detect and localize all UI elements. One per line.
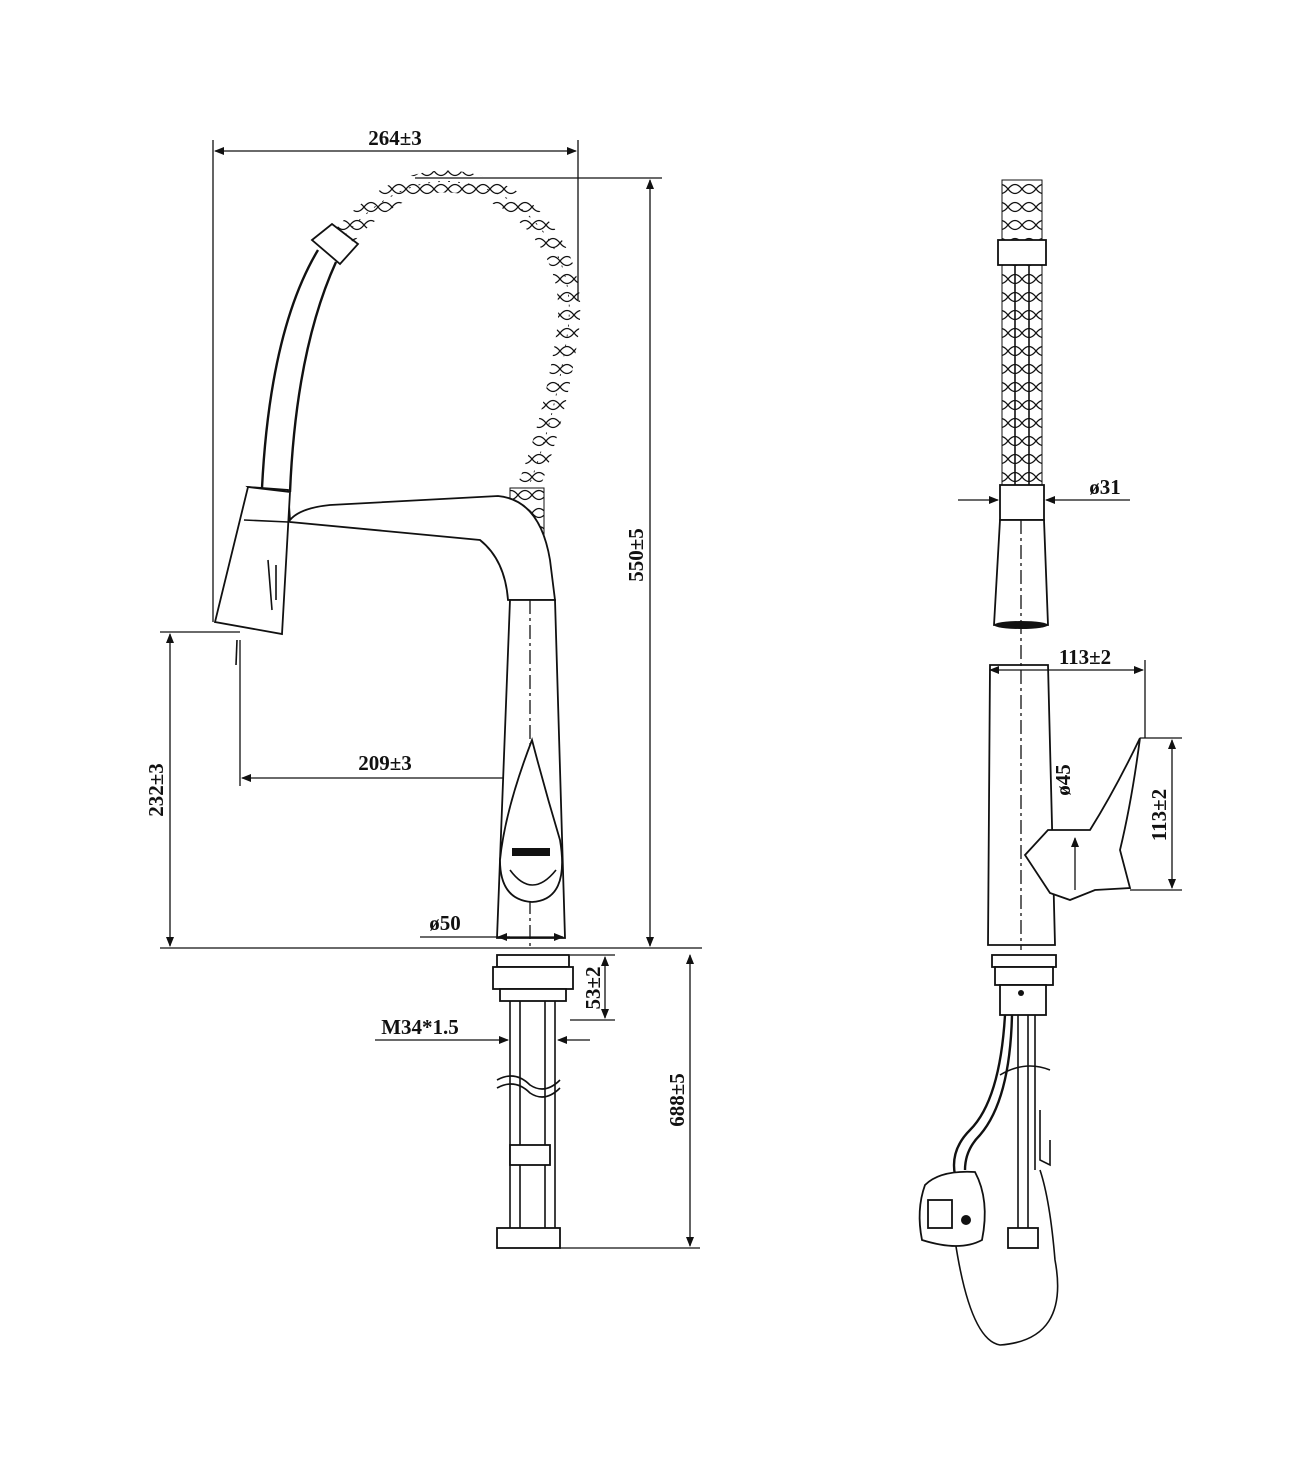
side-lever-handle	[1023, 737, 1141, 901]
side-spring-top	[1001, 179, 1043, 241]
lever-handle	[499, 737, 563, 903]
thread-label: M34*1.5	[381, 1015, 459, 1039]
nut-height-label: 53±2	[581, 966, 605, 1009]
break-line	[496, 1075, 561, 1098]
dimension-collar-diameter: ø31	[958, 475, 1130, 504]
dimension-shank-length: 688±5	[560, 954, 700, 1249]
mounting-nut	[492, 966, 574, 990]
overall-height-label: 550±5	[624, 528, 648, 582]
overall-width-label: 264±3	[368, 126, 422, 150]
side-mounting-nut	[994, 966, 1054, 986]
shank-pipes	[509, 1001, 556, 1230]
hose-left	[260, 249, 320, 489]
side-shank-pipes	[1017, 1015, 1036, 1230]
front-view: 264±3 550±5 232±3 209±3	[144, 126, 702, 1249]
side-view: ø31 113±2 ø45 113±2	[918, 179, 1182, 1346]
spray-nozzle	[213, 486, 291, 636]
spout-arm	[245, 485, 557, 601]
spray-head-cap	[310, 222, 360, 266]
dimension-base-diameter: ø50	[420, 911, 564, 941]
base-fitting	[496, 1227, 561, 1249]
body-diameter-label: ø45	[1051, 764, 1075, 796]
brand-logo	[512, 848, 550, 856]
side-collar	[999, 484, 1045, 521]
handle-reach-label: 113±2	[1059, 645, 1111, 669]
dimension-handle-height: 113±2	[1130, 737, 1182, 891]
hose-right	[288, 261, 338, 493]
pull-hose	[952, 1014, 1007, 1176]
dimension-outlet-height: 232±3	[144, 631, 240, 947]
dimension-handle-reach: 113±2	[989, 645, 1146, 738]
spout-reach-label: 209±3	[358, 751, 412, 775]
side-base-fitting	[1007, 1227, 1039, 1249]
outlet-height-label: 232±3	[144, 763, 168, 817]
dimension-thread: M34*1.5	[375, 1015, 590, 1044]
spring-coil	[336, 170, 581, 493]
mounting-washer	[496, 954, 570, 968]
collar-diameter-label: ø31	[1089, 475, 1121, 499]
hose-loop	[954, 1169, 1059, 1346]
shank-length-label: 688±5	[665, 1073, 689, 1127]
base-diameter-label: ø50	[429, 911, 461, 935]
dimension-body-diameter: ø45	[1051, 764, 1079, 890]
side-spring	[1001, 264, 1043, 486]
handle-height-label: 113±2	[1147, 789, 1171, 841]
dimension-nut-height: 53±2	[570, 954, 615, 1021]
valve-clip	[509, 1144, 551, 1166]
dimension-overall-width: 264±3	[212, 126, 579, 622]
dimension-spout-reach: 209±3	[239, 640, 528, 786]
side-spray-head	[997, 239, 1047, 266]
